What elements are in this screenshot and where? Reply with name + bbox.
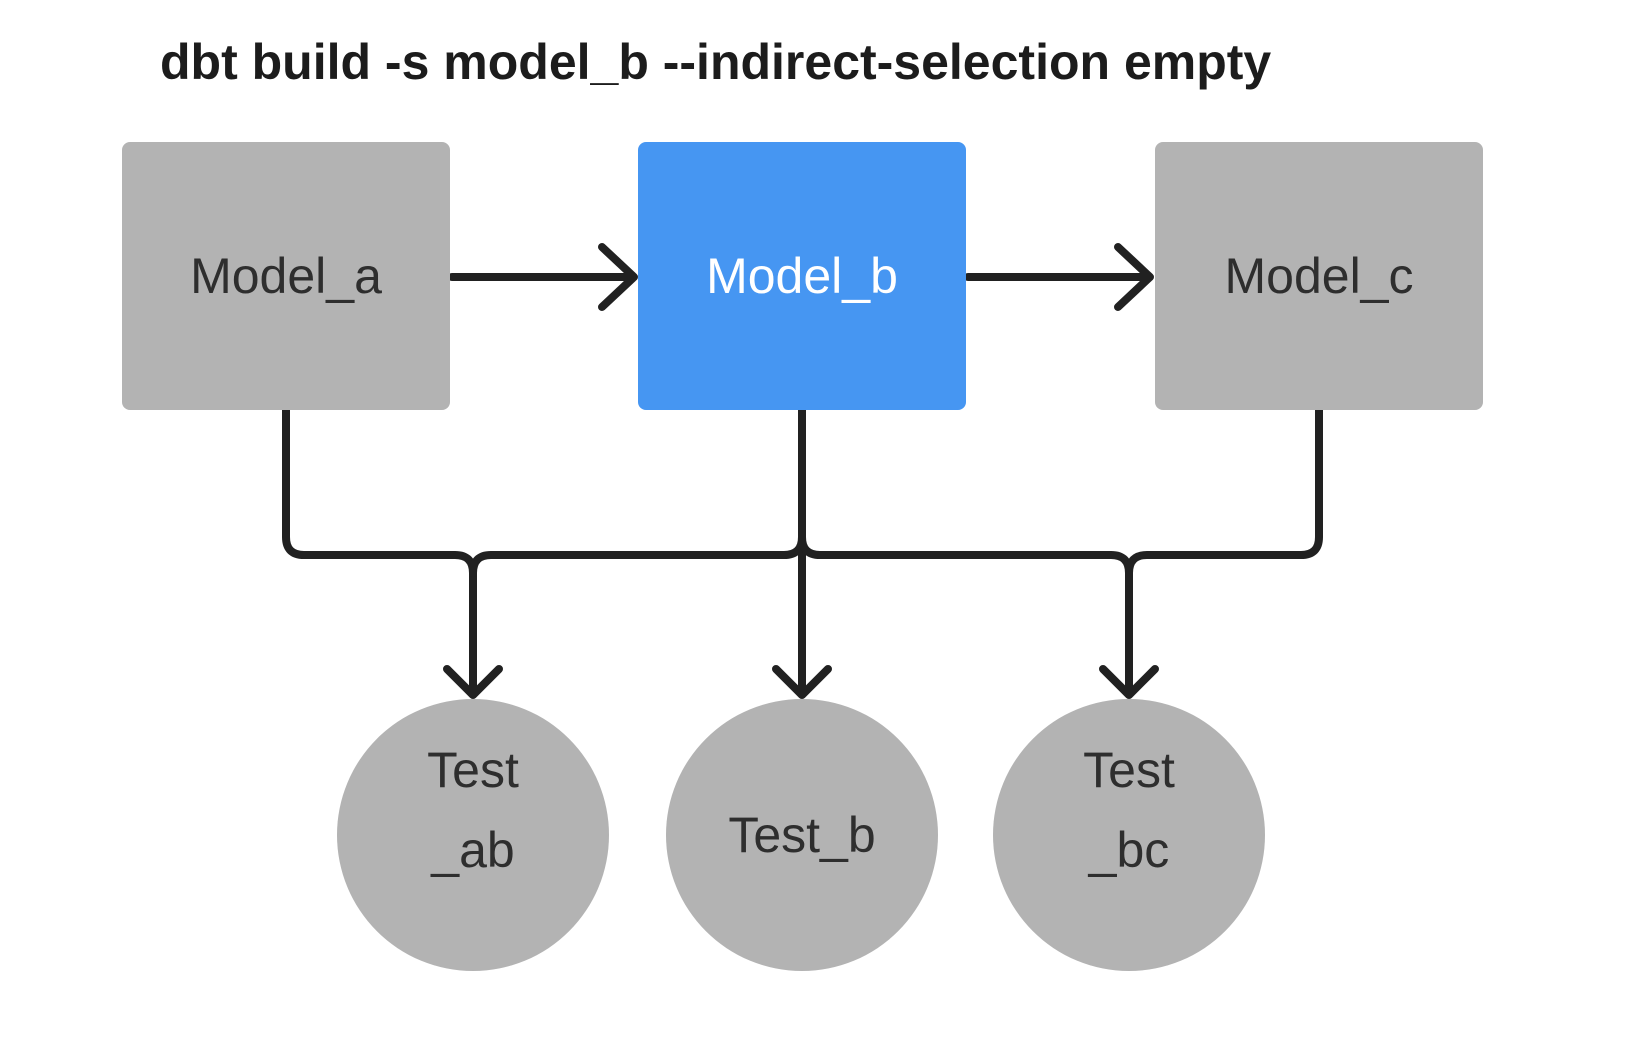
- node-model-a: Model_a: [122, 142, 450, 410]
- edge-model_a-test_ab-arrow: [282, 406, 503, 699]
- node-test-bc-label-line1: Test: [1083, 742, 1175, 798]
- node-model-c-label: Model_c: [1224, 248, 1414, 304]
- node-test-b-label-line1: Test_b: [728, 807, 876, 863]
- edge-model_b-model_c-arrow: [964, 243, 1154, 311]
- node-model-b-selected: Model_b: [638, 142, 966, 410]
- node-test-bc-label: Test _bc: [1083, 730, 1175, 890]
- diagram-title: dbt build -s model_b --indirect-selectio…: [160, 34, 1272, 90]
- node-test-b: Test_b: [666, 699, 938, 971]
- node-model-c: Model_c: [1155, 142, 1483, 410]
- edge-model_b-test_ab-arrow: [469, 406, 806, 577]
- edge-model_c-test_bc-arrow: [1099, 406, 1323, 699]
- node-model-b-label: Model_b: [706, 248, 898, 304]
- node-test-ab-label: Test _ab: [427, 730, 519, 890]
- node-test-ab: Test _ab: [337, 699, 609, 971]
- node-test-bc: Test _bc: [993, 699, 1265, 971]
- node-test-ab-label-line2: _ab: [431, 822, 515, 878]
- node-test-bc-label-line2: _bc: [1088, 822, 1170, 878]
- edge-group: [282, 243, 1323, 699]
- node-test-ab-label-line1: Test: [427, 742, 519, 798]
- edge-model_a-model_b-arrow: [448, 243, 638, 311]
- node-test-b-label: Test_b: [728, 795, 875, 875]
- node-model-a-label: Model_a: [190, 248, 382, 304]
- edge-model_b-test_bc-arrow: [798, 406, 1133, 577]
